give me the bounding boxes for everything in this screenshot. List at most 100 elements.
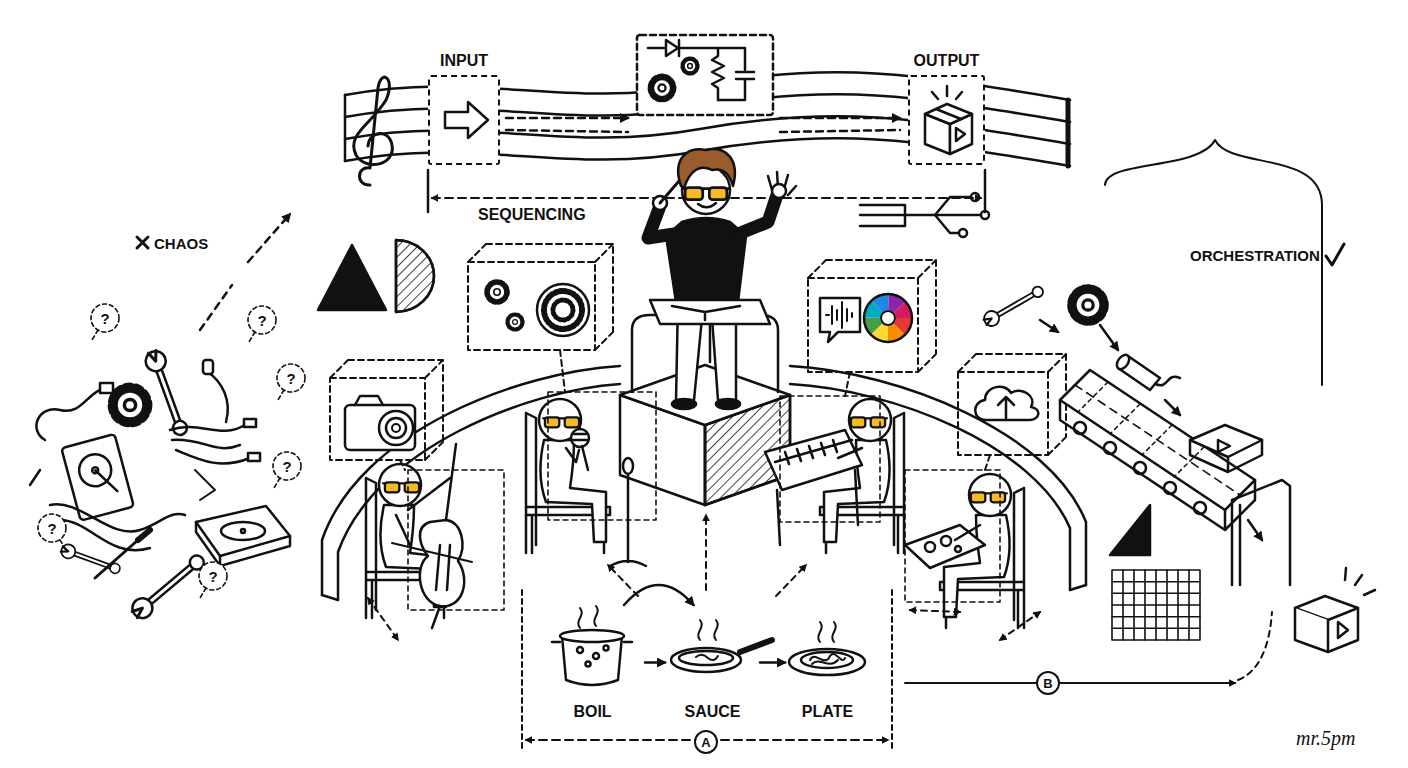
icon-boxes <box>330 244 1066 470</box>
seated-musicians-part <box>941 536 951 546</box>
step-arrow <box>645 661 665 664</box>
question-mark: ? <box>209 569 218 584</box>
chaos-pile <box>30 214 290 622</box>
conveyor-part <box>1164 482 1176 494</box>
podium <box>620 315 790 505</box>
chaos-pile-part <box>196 522 290 566</box>
input-icon-part <box>428 75 500 165</box>
question-bubbles-part <box>278 390 284 400</box>
music-staff-part <box>354 77 393 185</box>
icon-boxes-part-part <box>808 278 918 372</box>
chaos-pile-part <box>203 360 213 374</box>
seat-frames-part <box>408 470 504 610</box>
dimension-lines-part <box>522 590 892 748</box>
cooking-steps-part <box>552 641 632 644</box>
question-bubbles-part <box>274 478 280 488</box>
icon-boxes-part-part <box>872 302 904 334</box>
icon-boxes-part <box>820 298 860 342</box>
question-bubbles-part <box>91 304 119 332</box>
cooking-steps-part <box>586 662 591 667</box>
signature: mr.5pm <box>1296 728 1355 748</box>
output-box: OUTPUT <box>908 75 985 165</box>
icon-boxes-part-part <box>872 302 904 334</box>
processor-box-part <box>650 76 673 99</box>
chaos-pile-part <box>208 372 228 422</box>
cooking-steps <box>552 606 865 685</box>
shapes-part <box>396 240 434 312</box>
music-staff-part <box>1066 100 1071 166</box>
icon-boxes-part <box>379 411 413 445</box>
icon-boxes-part-part <box>872 302 904 334</box>
chaos-pile-part <box>200 285 232 330</box>
icon-boxes-part-part <box>872 302 904 334</box>
podium-part <box>620 365 790 425</box>
question-bubbles-part <box>249 332 255 342</box>
icon-boxes-part <box>553 300 573 320</box>
flow-arrows <box>506 118 900 132</box>
icon-boxes-part <box>544 291 582 329</box>
conductor-part <box>716 399 740 409</box>
seat-frames <box>408 392 1000 610</box>
cooking-steps-part <box>810 654 845 664</box>
chaos-pile-part <box>50 504 185 531</box>
network-icon-part <box>971 193 979 201</box>
processor-box-part <box>666 40 678 56</box>
icon-boxes-part-part <box>808 260 936 372</box>
seated-musicians-part <box>392 543 472 562</box>
icon-boxes-part <box>507 314 523 330</box>
conductor-part <box>672 306 740 320</box>
shapes-part <box>396 240 434 312</box>
conveyor-part <box>1326 244 1344 265</box>
cooking-steps-part <box>578 606 597 628</box>
icon-boxes-part-part <box>468 244 613 350</box>
output-icon <box>908 75 985 165</box>
seated-musicians-part <box>432 444 456 628</box>
icon-boxes-part-part <box>872 302 904 334</box>
output-icon-part <box>908 75 985 165</box>
callout-letter: B <box>1036 671 1060 695</box>
shapes-part-part <box>1112 582 1200 629</box>
chaos-pile-part <box>59 542 122 576</box>
seated-musicians-part <box>777 470 858 545</box>
icon-boxes-part <box>975 387 1038 420</box>
dimension-lines-part <box>910 610 960 612</box>
podium-part <box>632 315 778 392</box>
icon-boxes-part-part <box>872 302 904 334</box>
chaos-pile-part <box>221 522 265 540</box>
output-icon-part <box>925 104 972 124</box>
conductor-part <box>772 184 786 198</box>
cooking-steps-part <box>560 630 624 642</box>
sequencing-label: SEQUENCING <box>478 207 586 223</box>
shapes-part <box>1112 570 1200 640</box>
seat-frames-part <box>905 470 1000 602</box>
chaos-label: CHAOS <box>154 236 208 251</box>
conveyor-part <box>1105 140 1322 385</box>
processor-box-part <box>712 48 724 100</box>
flow-arrows-part <box>780 130 900 132</box>
conveyor-part <box>1232 480 1290 585</box>
input-icon-part <box>445 102 488 138</box>
node-label: INPUT <box>440 53 488 69</box>
icon-boxes-part <box>872 302 904 334</box>
question-mark: ? <box>283 459 292 474</box>
node-label: SAUCE <box>684 704 740 720</box>
chaos-pile-part <box>112 387 148 423</box>
chaos-pile-part <box>248 214 290 262</box>
conveyor-part <box>981 283 1046 329</box>
icon-boxes-part <box>392 424 400 432</box>
chaos-pile-part <box>170 425 250 463</box>
conveyor-part <box>1155 377 1180 385</box>
dimension-lines-part <box>905 682 1235 684</box>
icon-boxes-part-part <box>958 372 1048 455</box>
icon-boxes-part <box>386 418 406 438</box>
flow-arrows-part <box>506 130 628 132</box>
conveyor-part <box>1190 440 1262 472</box>
dimension-lines-part <box>368 598 398 640</box>
question-bubbles <box>38 304 305 598</box>
conductor <box>648 149 796 409</box>
processor-box-part <box>678 40 681 56</box>
conductor-part <box>698 203 716 207</box>
seated-musicians <box>366 399 1024 628</box>
shapes-part-part <box>1112 570 1200 640</box>
